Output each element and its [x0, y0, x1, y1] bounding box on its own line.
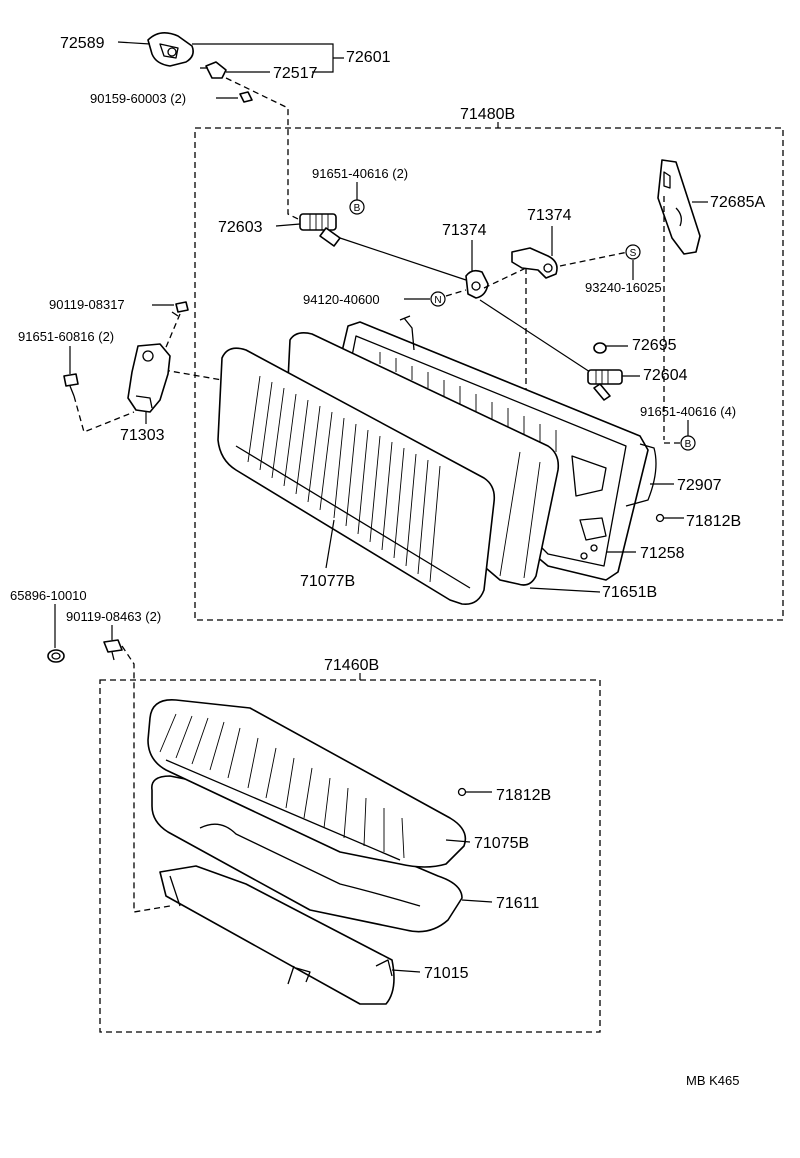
ref-mark-n-text: N — [434, 295, 441, 306]
label-72685A: 72685A — [710, 194, 765, 211]
part-71812B-b-shape — [457, 787, 467, 797]
label-71812B-b: 71812B — [496, 787, 551, 804]
dash-hinge-to-72603 — [225, 77, 301, 221]
label-72604: 72604 — [643, 367, 688, 384]
leader-71077B — [325, 519, 335, 569]
label-65896: 65896-10010 — [10, 588, 87, 603]
ref-mark-s-text: S — [630, 248, 637, 259]
part-71077B-shape — [217, 347, 496, 606]
label-94120: 94120-40600 — [303, 292, 380, 307]
label-72695: 72695 — [632, 337, 677, 354]
label-71374-a: 71374 — [442, 222, 487, 239]
dash-91651-b — [73, 369, 223, 433]
ref-mark-b-2-text: B — [685, 439, 692, 450]
part-71303-shape — [127, 343, 171, 413]
label-71374-b: 71374 — [527, 207, 572, 224]
part-65896-shape — [47, 649, 65, 663]
part-72907-shape — [399, 315, 657, 507]
ref-mark-b-1 — [349, 199, 365, 215]
cable-lower — [479, 299, 591, 373]
part-71075B-shape — [147, 699, 467, 868]
dash-90119-a — [163, 313, 181, 353]
part-71374-b-shape — [511, 247, 558, 279]
part-72695-shape — [593, 342, 607, 354]
ref-mark-n — [430, 291, 446, 307]
ref-mark-b-1-text: B — [354, 203, 361, 214]
label-71077B: 71077B — [300, 573, 355, 590]
label-71480B: 71480B — [460, 106, 515, 123]
part-71812B-a-shape — [655, 513, 665, 523]
label-71812B-a: 71812B — [686, 513, 741, 530]
leader-72603 — [275, 223, 301, 227]
part-90119-a-shape — [171, 301, 189, 317]
label-93240: 93240-16025 — [585, 280, 662, 295]
lower-assembly-box — [99, 679, 601, 1033]
label-71075B: 71075B — [474, 835, 529, 852]
leader-71075B — [445, 839, 471, 843]
label-71015: 71015 — [424, 965, 469, 982]
label-71258: 71258 — [640, 545, 685, 562]
leader-72589 — [117, 41, 151, 45]
ref-mark-b-2 — [680, 435, 696, 451]
dash-71374-link — [483, 251, 629, 289]
label-71460B: 71460B — [324, 657, 379, 674]
label-71611: 71611 — [496, 895, 539, 912]
part-71015-shape — [159, 865, 395, 1005]
part-72604-shape — [587, 369, 623, 401]
bracket-72601 — [192, 43, 344, 73]
part-90159-shape — [239, 91, 253, 103]
part-72685A-shape — [657, 159, 701, 255]
label-72601: 72601 — [346, 49, 391, 66]
upper-assembly-box — [194, 127, 784, 621]
label-72603: 72603 — [218, 219, 263, 236]
footer-code: MB K465 — [686, 1073, 739, 1088]
part-91651-b-shape — [63, 373, 79, 397]
leader-71651B — [529, 587, 601, 593]
part-72517-shape — [200, 61, 227, 79]
label-90119-a: 90119-08317 — [49, 297, 125, 312]
part-71374-a-shape — [465, 269, 489, 299]
label-90119-b: 90119-08463 (2) — [66, 609, 161, 624]
ref-mark-s — [625, 244, 641, 260]
leader-71015 — [391, 969, 421, 973]
label-71651B: 71651B — [602, 584, 657, 601]
label-91651-b: 91651-60816 (2) — [18, 329, 114, 344]
label-72907: 72907 — [677, 477, 722, 494]
label-72517: 72517 — [273, 65, 318, 82]
cable-upper — [339, 237, 467, 281]
label-91651-a: 91651-40616 (2) — [312, 166, 408, 181]
label-91651-c: 91651-40616 (4) — [640, 404, 736, 419]
part-71611-shape — [151, 775, 463, 933]
label-71303: 71303 — [120, 427, 165, 444]
dash-90119-b — [121, 645, 171, 913]
part-72589-shape — [147, 32, 194, 67]
part-90119-b-shape — [103, 639, 123, 661]
dash-n-to-71374 — [445, 289, 467, 297]
leader-71611 — [461, 899, 493, 903]
part-72603-shape — [299, 213, 341, 247]
label-72589: 72589 — [60, 35, 105, 52]
label-90159: 90159-60003 (2) — [90, 91, 186, 106]
